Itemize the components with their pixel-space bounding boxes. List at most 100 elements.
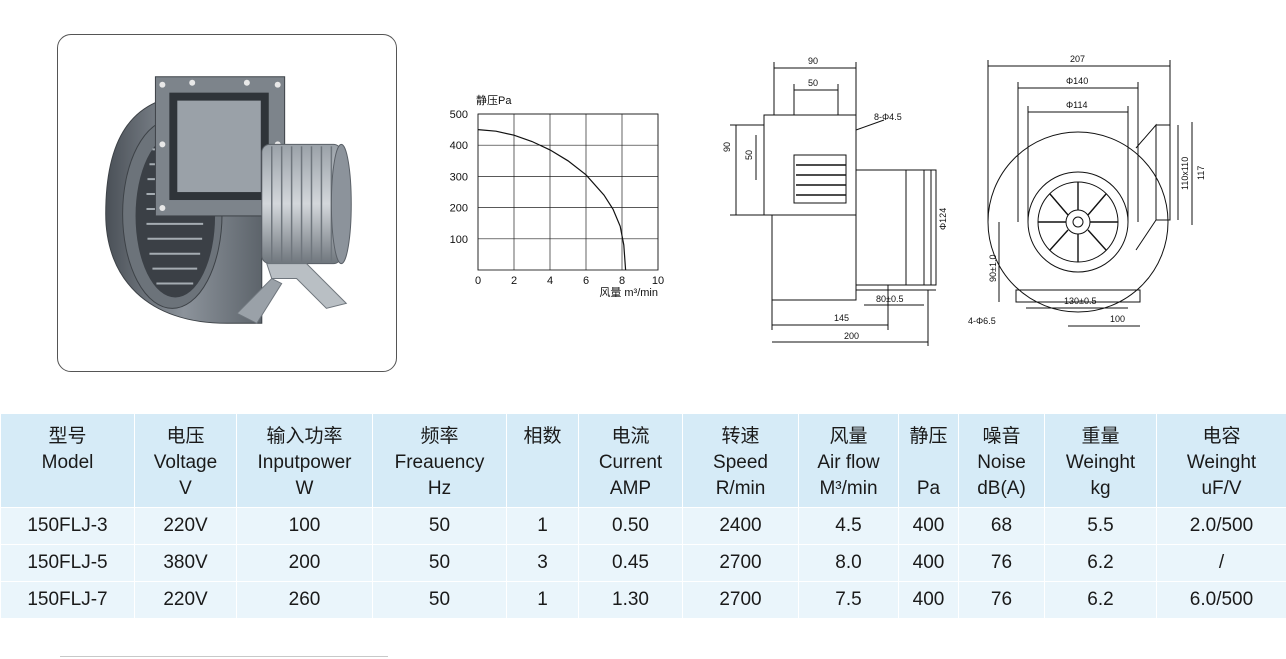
side-view-motor xyxy=(855,169,937,286)
column-header-line: kg xyxy=(1090,478,1111,499)
column-header-line xyxy=(899,450,958,476)
dim-label: 50 xyxy=(744,150,754,160)
dim-label: 100 xyxy=(1110,314,1125,324)
blower-illustration xyxy=(105,76,352,324)
table-cell: / xyxy=(1156,543,1286,581)
table-cell: 6.2 xyxy=(1044,543,1157,581)
column-header-line: Inputpower xyxy=(257,452,352,473)
table-cell: 2400 xyxy=(682,506,799,544)
table-cell: 150FLJ-5 xyxy=(0,543,135,581)
column-header-line: Weinght xyxy=(1065,452,1136,473)
table-cell: 76 xyxy=(958,543,1045,581)
table-cell: 150FLJ-3 xyxy=(0,506,135,544)
table-cell: 50 xyxy=(372,580,507,618)
column-header-line: 静压 xyxy=(909,426,948,447)
table-cell: 400 xyxy=(898,580,959,618)
column-header-line: R/min xyxy=(715,478,766,499)
table-cell: 7.5 xyxy=(798,580,899,618)
table-cell: 1.30 xyxy=(578,580,683,618)
dim-label: 130±0.5 xyxy=(1064,296,1096,306)
chart-tick-label-y: 100 xyxy=(450,234,468,246)
table-cell: 100 xyxy=(236,506,373,544)
front-view-outlet xyxy=(1155,124,1171,221)
table-cell: 2700 xyxy=(682,580,799,618)
table-cell: 1 xyxy=(506,506,579,544)
dim-label: 145 xyxy=(834,313,849,323)
column-header-line: AMP xyxy=(609,478,652,499)
column-header-line: Pa xyxy=(916,478,941,499)
column-header-line: 频率 xyxy=(420,426,459,447)
chart-tick-label-x: 4 xyxy=(547,275,553,287)
column-header-line: Current xyxy=(598,452,663,473)
chart-ylabel: 静压Pa xyxy=(476,93,512,107)
column-header-line: Voltage xyxy=(153,452,218,473)
chart-xlabel: 风量 m³/min xyxy=(599,286,658,299)
table-cell: 400 xyxy=(898,543,959,581)
column-header-line: Weinght xyxy=(1186,452,1257,473)
chart-tick-label-y: 300 xyxy=(450,171,468,183)
dim-label: Φ114 xyxy=(1066,100,1088,110)
column-header-line xyxy=(507,476,578,502)
table-cell: 6.0/500 xyxy=(1156,580,1286,618)
chart-tick-label-x: 8 xyxy=(619,275,625,287)
dimension-labels: 90 50 8-Φ4.5 90 50 Φ124 80±0.5 145 200 2… xyxy=(722,54,1206,341)
product-photo xyxy=(57,34,397,372)
dim-label: Φ124 xyxy=(938,208,948,230)
column-header-line: 相数 xyxy=(523,426,562,447)
column-header-line: Speed xyxy=(713,452,768,473)
table-cell: 200 xyxy=(236,543,373,581)
front-view-housing xyxy=(987,131,1169,313)
column-header-line xyxy=(507,450,578,476)
chart-tick-label-y: 500 xyxy=(450,109,468,121)
column-header: 相数 xyxy=(506,414,579,507)
footer-divider xyxy=(60,656,388,657)
column-header-line: 电压 xyxy=(166,426,205,447)
column-header: 电容 Weinght uF/V xyxy=(1156,414,1286,507)
column-header-line: Air flow xyxy=(817,452,880,473)
table-cell: 50 xyxy=(372,543,507,581)
column-header-line: 电容 xyxy=(1202,426,1241,447)
dim-label: Φ140 xyxy=(1066,76,1088,86)
column-header-line: 噪音 xyxy=(982,426,1021,447)
chart-tick-label-x: 2 xyxy=(511,275,517,287)
table-cell: 50 xyxy=(372,506,507,544)
column-header-line xyxy=(1,476,134,502)
table-cell: 76 xyxy=(958,580,1045,618)
chart-series-line xyxy=(477,129,627,271)
chart-tick-label-x: 0 xyxy=(475,275,481,287)
column-header-line: W xyxy=(295,478,314,499)
column-header-line: V xyxy=(179,478,192,499)
dim-label: 4-Φ6.5 xyxy=(968,316,996,326)
table-cell: 150FLJ-7 xyxy=(0,580,135,618)
column-header-line: Model xyxy=(41,452,94,473)
dim-label: 8-Φ4.5 xyxy=(874,112,902,122)
table-cell: 380V xyxy=(134,543,237,581)
side-view-housing xyxy=(771,214,857,301)
column-header-line: 风量 xyxy=(829,426,868,447)
column-header-line: uF/V xyxy=(1201,478,1242,499)
table-cell: 5.5 xyxy=(1044,506,1157,544)
table-cell: 400 xyxy=(898,506,959,544)
table-cell: 68 xyxy=(958,506,1045,544)
dim-label: 200 xyxy=(844,331,859,341)
column-header-line: 电流 xyxy=(611,426,650,447)
column-header-line: M³/min xyxy=(819,478,878,499)
dim-label: 117 xyxy=(1196,166,1206,180)
dim-label: 50 xyxy=(808,78,818,88)
dim-label: 110x110 xyxy=(1180,157,1190,190)
column-header-line: 转速 xyxy=(721,426,760,447)
